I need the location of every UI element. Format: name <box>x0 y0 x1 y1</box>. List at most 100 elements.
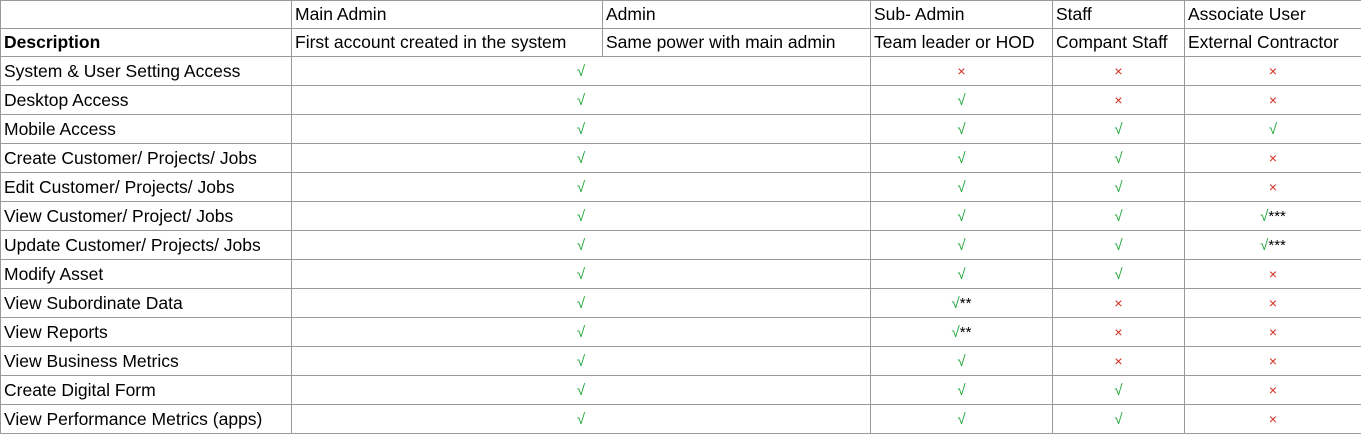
table-row: Update Customer/ Projects/ Jobs √ √ √ √*** <box>1 231 1361 260</box>
check-mark-icon: √ <box>957 121 965 138</box>
table-row: System & User Setting Access√××× <box>1 57 1361 86</box>
check-mark-icon: √ <box>577 63 585 80</box>
header-cell-sub-admin: Sub- Admin <box>871 1 1053 29</box>
cell-main-admin-admin: √ <box>292 260 871 289</box>
cell-staff: × <box>1053 318 1185 347</box>
cell-associate-user: × <box>1185 173 1361 202</box>
cross-mark-icon: × <box>1269 411 1277 427</box>
cross-mark-icon: × <box>1269 295 1277 311</box>
cell-staff: √ <box>1053 144 1185 173</box>
table-row: Create Customer/ Projects/ Jobs√√√× <box>1 144 1361 173</box>
table-row: View Business Metrics√√×× <box>1 347 1361 376</box>
cell-sub-admin: √ <box>871 405 1053 434</box>
cell-main-admin-admin: √ <box>292 405 871 434</box>
row-label: View Reports <box>1 318 292 347</box>
cell-sub-admin: × <box>871 57 1053 86</box>
description-sub-admin: Team leader or HOD <box>871 29 1053 57</box>
check-mark-icon: √ <box>952 295 960 312</box>
check-mark-icon: √ <box>1114 382 1122 399</box>
row-label: View Customer/ Project/ Jobs <box>1 202 292 231</box>
cell-staff: √ <box>1053 231 1185 260</box>
cell-staff: √ <box>1053 173 1185 202</box>
cell-main-admin-admin: √ <box>292 86 871 115</box>
cell-main-admin-admin: √ <box>292 57 871 86</box>
cell-staff: × <box>1053 86 1185 115</box>
check-mark-icon: √ <box>957 92 965 109</box>
check-mark-icon: √ <box>1114 266 1122 283</box>
check-mark-icon: √ <box>1114 150 1122 167</box>
check-mark-icon: √ <box>1269 121 1277 138</box>
row-label: System & User Setting Access <box>1 57 292 86</box>
check-mark-icon: √ <box>957 266 965 283</box>
table-row: View Customer/ Project/ Jobs √ √ √ √*** <box>1 202 1361 231</box>
cross-mark-icon: × <box>1269 92 1277 108</box>
cell-staff: √ <box>1053 260 1185 289</box>
cell-staff: √ <box>1053 202 1185 231</box>
table-row: View Reports√√**×× <box>1 318 1361 347</box>
cell-main-admin-admin: √ <box>292 231 871 260</box>
check-mark-icon: √ <box>577 353 585 370</box>
cell-main-admin-admin: √ <box>292 144 871 173</box>
row-label: Edit Customer/ Projects/ Jobs <box>1 173 292 202</box>
check-mark-icon: √ <box>1114 121 1122 138</box>
cross-mark-icon: × <box>1114 92 1122 108</box>
cell-associate-user: × <box>1185 289 1361 318</box>
cell-staff: × <box>1053 347 1185 376</box>
check-mark-icon: √ <box>957 411 965 428</box>
cell-main-admin-admin: √ <box>292 376 871 405</box>
footnote-marker: ** <box>960 324 972 341</box>
cell-staff: √ <box>1053 115 1185 144</box>
description-admin: Same power with main admin <box>603 29 871 57</box>
cross-mark-icon: × <box>1269 266 1277 282</box>
check-mark-icon: √ <box>1114 208 1122 225</box>
table-row: Desktop Access √ √ × × <box>1 86 1361 115</box>
table-row: Create Digital Form√√√× <box>1 376 1361 405</box>
header-row: Main Admin Admin Sub- Admin Staff Associ… <box>1 1 1361 29</box>
row-label: Desktop Access <box>1 86 292 115</box>
check-mark-icon: √ <box>957 150 965 167</box>
description-row: Description First account created in the… <box>1 29 1361 57</box>
cell-associate-user: √*** <box>1185 202 1361 231</box>
check-mark-icon: √ <box>577 121 585 138</box>
table-row: Mobile Access√√√√ <box>1 115 1361 144</box>
check-mark-icon: √ <box>577 295 585 312</box>
row-label: Create Customer/ Projects/ Jobs <box>1 144 292 173</box>
cell-main-admin-admin: √ <box>292 202 871 231</box>
check-mark-icon: √ <box>577 382 585 399</box>
cell-associate-user: √ <box>1185 115 1361 144</box>
row-label: Modify Asset <box>1 260 292 289</box>
cell-sub-admin: √ <box>871 376 1053 405</box>
check-mark-icon: √ <box>957 237 965 254</box>
footnote-marker: *** <box>1268 237 1286 254</box>
check-mark-icon: √ <box>577 411 585 428</box>
cell-staff: √ <box>1053 405 1185 434</box>
cell-sub-admin: √** <box>871 289 1053 318</box>
row-label: Update Customer/ Projects/ Jobs <box>1 231 292 260</box>
header-cell-associate-user: Associate User <box>1185 1 1361 29</box>
cell-sub-admin: √ <box>871 202 1053 231</box>
cell-sub-admin: √ <box>871 347 1053 376</box>
cell-main-admin-admin: √ <box>292 289 871 318</box>
header-cell-admin: Admin <box>603 1 871 29</box>
table-row: Edit Customer/ Projects/ Jobs√√√× <box>1 173 1361 202</box>
check-mark-icon: √ <box>577 208 585 225</box>
cell-associate-user: √*** <box>1185 231 1361 260</box>
cross-mark-icon: × <box>1114 353 1122 369</box>
check-mark-icon: √ <box>577 92 585 109</box>
cell-associate-user: × <box>1185 260 1361 289</box>
description-associate-user: External Contractor <box>1185 29 1361 57</box>
check-mark-icon: √ <box>577 150 585 167</box>
cell-main-admin-admin: √ <box>292 318 871 347</box>
table-row: Modify Asset√√√× <box>1 260 1361 289</box>
cell-associate-user: × <box>1185 376 1361 405</box>
row-label: View Performance Metrics (apps) <box>1 405 292 434</box>
check-mark-icon: √ <box>1114 237 1122 254</box>
check-mark-icon: √ <box>577 237 585 254</box>
cell-sub-admin: √** <box>871 318 1053 347</box>
check-mark-icon: √ <box>1114 411 1122 428</box>
cell-staff: × <box>1053 289 1185 318</box>
cell-associate-user: × <box>1185 347 1361 376</box>
check-mark-icon: √ <box>577 179 585 196</box>
cell-sub-admin: √ <box>871 115 1053 144</box>
